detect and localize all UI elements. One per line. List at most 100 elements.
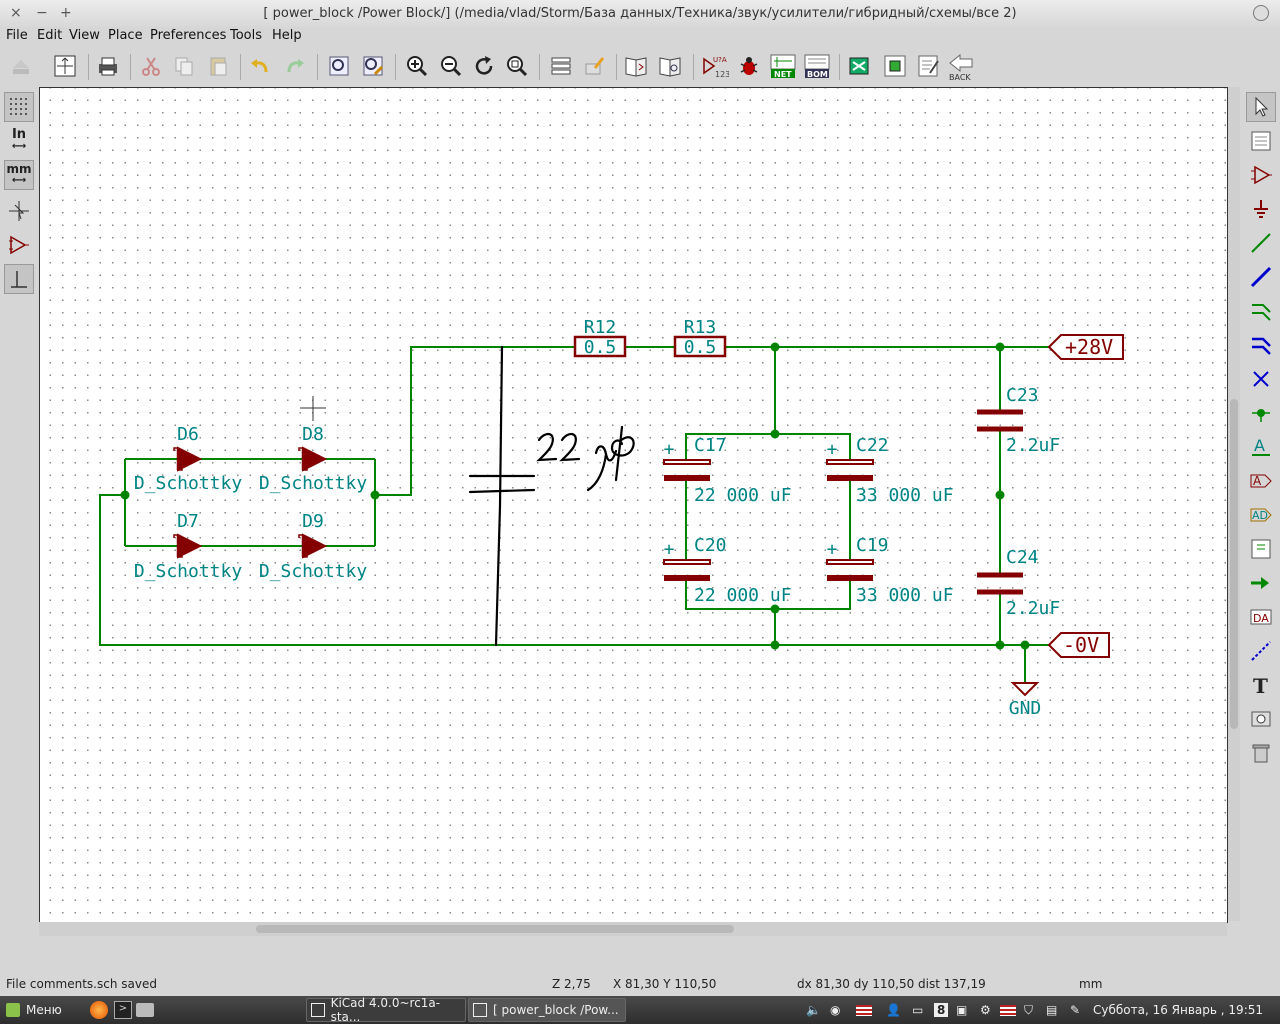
diode-d6[interactable]: D6 D_Schottky: [134, 424, 243, 494]
clock[interactable]: Суббота, 16 Январь , 19:51: [1093, 1003, 1264, 1017]
new-sheet-icon[interactable]: [6, 51, 36, 81]
bom-icon[interactable]: BOM: [802, 51, 832, 81]
vertical-scrollbar[interactable]: [1228, 87, 1240, 921]
place-junction-icon[interactable]: [1246, 398, 1276, 428]
cursor-shape-icon[interactable]: [4, 196, 34, 226]
page-settings-icon[interactable]: [50, 51, 80, 81]
zoom-in-icon[interactable]: [402, 51, 432, 81]
add-sheet-pin-icon[interactable]: DA: [1246, 602, 1276, 632]
maximize-window-button[interactable]: +: [60, 5, 72, 21]
hierarchical-label-icon[interactable]: AD: [1246, 500, 1276, 530]
bus-to-bus-entry-icon[interactable]: [1246, 330, 1276, 360]
capacitor-c23[interactable]: C23 2.2uF: [977, 385, 1060, 456]
capacitor-c22[interactable]: + C22 33 000 uF: [826, 435, 954, 506]
files-launcher-icon[interactable]: [136, 998, 154, 1022]
add-image-icon[interactable]: [1246, 704, 1276, 734]
global-label-minus0v[interactable]: -0V: [1047, 632, 1110, 658]
close-window-button[interactable]: ×: [10, 5, 22, 21]
gnd-symbol[interactable]: GND: [1009, 682, 1042, 719]
net-label-icon[interactable]: A: [1246, 432, 1276, 462]
zoom-fit-icon[interactable]: [502, 51, 532, 81]
accessibility-icon[interactable]: ◉: [830, 1003, 841, 1017]
diode-d7[interactable]: D7 D_Schottky: [134, 511, 243, 582]
task-eeschema[interactable]: [ power_block /Pow...: [468, 998, 626, 1022]
vertical-scroll-thumb[interactable]: [1230, 399, 1238, 729]
graphic-text-icon[interactable]: T: [1246, 670, 1276, 700]
menu-place[interactable]: Place: [108, 28, 143, 43]
place-bus-icon[interactable]: [1246, 262, 1276, 292]
task-kicad[interactable]: KiCad 4.0.0~rc1a-sta...: [306, 996, 466, 1024]
back-icon[interactable]: BACK: [946, 51, 976, 81]
hidden-pins-icon[interactable]: [4, 230, 34, 260]
menu-file[interactable]: File: [6, 28, 28, 43]
capacitor-c17[interactable]: + C17 22 000 uF: [663, 435, 792, 506]
import-sheet-pin-icon[interactable]: [1246, 568, 1276, 598]
delete-item-icon[interactable]: [1246, 738, 1276, 768]
keyboard-indicator[interactable]: 8: [934, 998, 949, 1022]
hierarchy-navigator-icon[interactable]: [546, 51, 576, 81]
place-power-icon[interactable]: [1246, 194, 1276, 224]
terminal-launcher-icon[interactable]: >: [114, 998, 132, 1022]
firefox-launcher-icon[interactable]: [90, 998, 108, 1022]
window-close-circle-icon[interactable]: [1253, 5, 1269, 21]
flag-us-2-icon[interactable]: [1000, 998, 1016, 1022]
flag-us-icon[interactable]: [856, 998, 872, 1022]
user-icon[interactable]: 👤: [886, 1003, 901, 1017]
print-icon[interactable]: [93, 51, 123, 81]
highlight-net-icon[interactable]: [1246, 126, 1276, 156]
minimize-window-button[interactable]: −: [36, 5, 48, 21]
cvpcb-icon[interactable]: [845, 51, 875, 81]
copy-icon[interactable]: [169, 51, 199, 81]
start-menu-button[interactable]: Меню: [6, 998, 62, 1022]
pen-icon[interactable]: ✎: [1070, 1003, 1081, 1017]
volume-icon[interactable]: 🔈: [806, 1003, 821, 1017]
settings-icon[interactable]: ⚙: [980, 1003, 991, 1017]
import-footprint-icon[interactable]: [914, 51, 944, 81]
hierarchical-sheet-icon[interactable]: [1246, 534, 1276, 564]
wire-angle-icon[interactable]: [4, 264, 34, 294]
graphic-line-icon[interactable]: [1246, 636, 1276, 666]
global-label-plus28v[interactable]: +28V: [1047, 334, 1124, 360]
diode-d9[interactable]: D9 D_Schottky: [259, 511, 368, 582]
select-arrow-icon[interactable]: [1246, 92, 1276, 122]
menu-tools[interactable]: Tools: [230, 28, 263, 43]
horizontal-scrollbar[interactable]: [39, 922, 1227, 936]
find-replace-icon[interactable]: [358, 51, 388, 81]
window-list-icon[interactable]: ▭: [912, 1003, 924, 1017]
library-editor-icon[interactable]: [622, 51, 652, 81]
no-connect-icon[interactable]: [1246, 364, 1276, 394]
place-wire-icon[interactable]: [1246, 228, 1276, 258]
wire-to-bus-entry-icon[interactable]: [1246, 296, 1276, 326]
horizontal-scroll-thumb[interactable]: [256, 925, 734, 933]
grid-toggle-icon[interactable]: [4, 92, 34, 122]
library-browser-icon[interactable]: [656, 51, 686, 81]
place-component-icon[interactable]: [1246, 160, 1276, 190]
network-icon[interactable]: ▤: [1046, 1003, 1058, 1017]
menu-help[interactable]: Help: [272, 28, 302, 43]
capacitor-c19[interactable]: + C19 33 000 uF: [826, 535, 954, 606]
paste-icon[interactable]: [203, 51, 233, 81]
diode-d8[interactable]: D8 D_Schottky: [259, 424, 368, 494]
undo-icon[interactable]: [245, 51, 275, 81]
global-label-icon[interactable]: A: [1246, 466, 1276, 496]
menu-preferences[interactable]: Preferences: [150, 28, 227, 43]
menu-view[interactable]: View: [69, 28, 100, 43]
shield-icon[interactable]: ⛉: [1024, 1002, 1034, 1017]
menu-edit[interactable]: Edit: [37, 28, 63, 43]
erc-bug-icon[interactable]: [734, 51, 764, 81]
netlist-icon[interactable]: NET: [768, 51, 798, 81]
resistor-r12[interactable]: R12 0.5: [573, 317, 627, 358]
zoom-out-icon[interactable]: [436, 51, 466, 81]
cut-icon[interactable]: [136, 51, 166, 81]
units-inch-button[interactable]: In⟷: [11, 127, 27, 152]
resistor-r13[interactable]: R13 0.5: [673, 317, 727, 358]
schematic-canvas[interactable]: R12 0.5 R13 0.5 D6 D_Schottky D8 D_Schot…: [39, 87, 1228, 923]
redo-icon[interactable]: [280, 51, 310, 81]
pcbnew-icon[interactable]: [880, 51, 910, 81]
find-icon[interactable]: [324, 51, 354, 81]
redraw-icon[interactable]: [469, 51, 499, 81]
capacitor-c20[interactable]: + C20 22 000 uF: [663, 535, 792, 606]
camera-icon[interactable]: ▣: [956, 1003, 968, 1017]
capacitor-c24[interactable]: C24 2.2uF: [977, 547, 1060, 619]
